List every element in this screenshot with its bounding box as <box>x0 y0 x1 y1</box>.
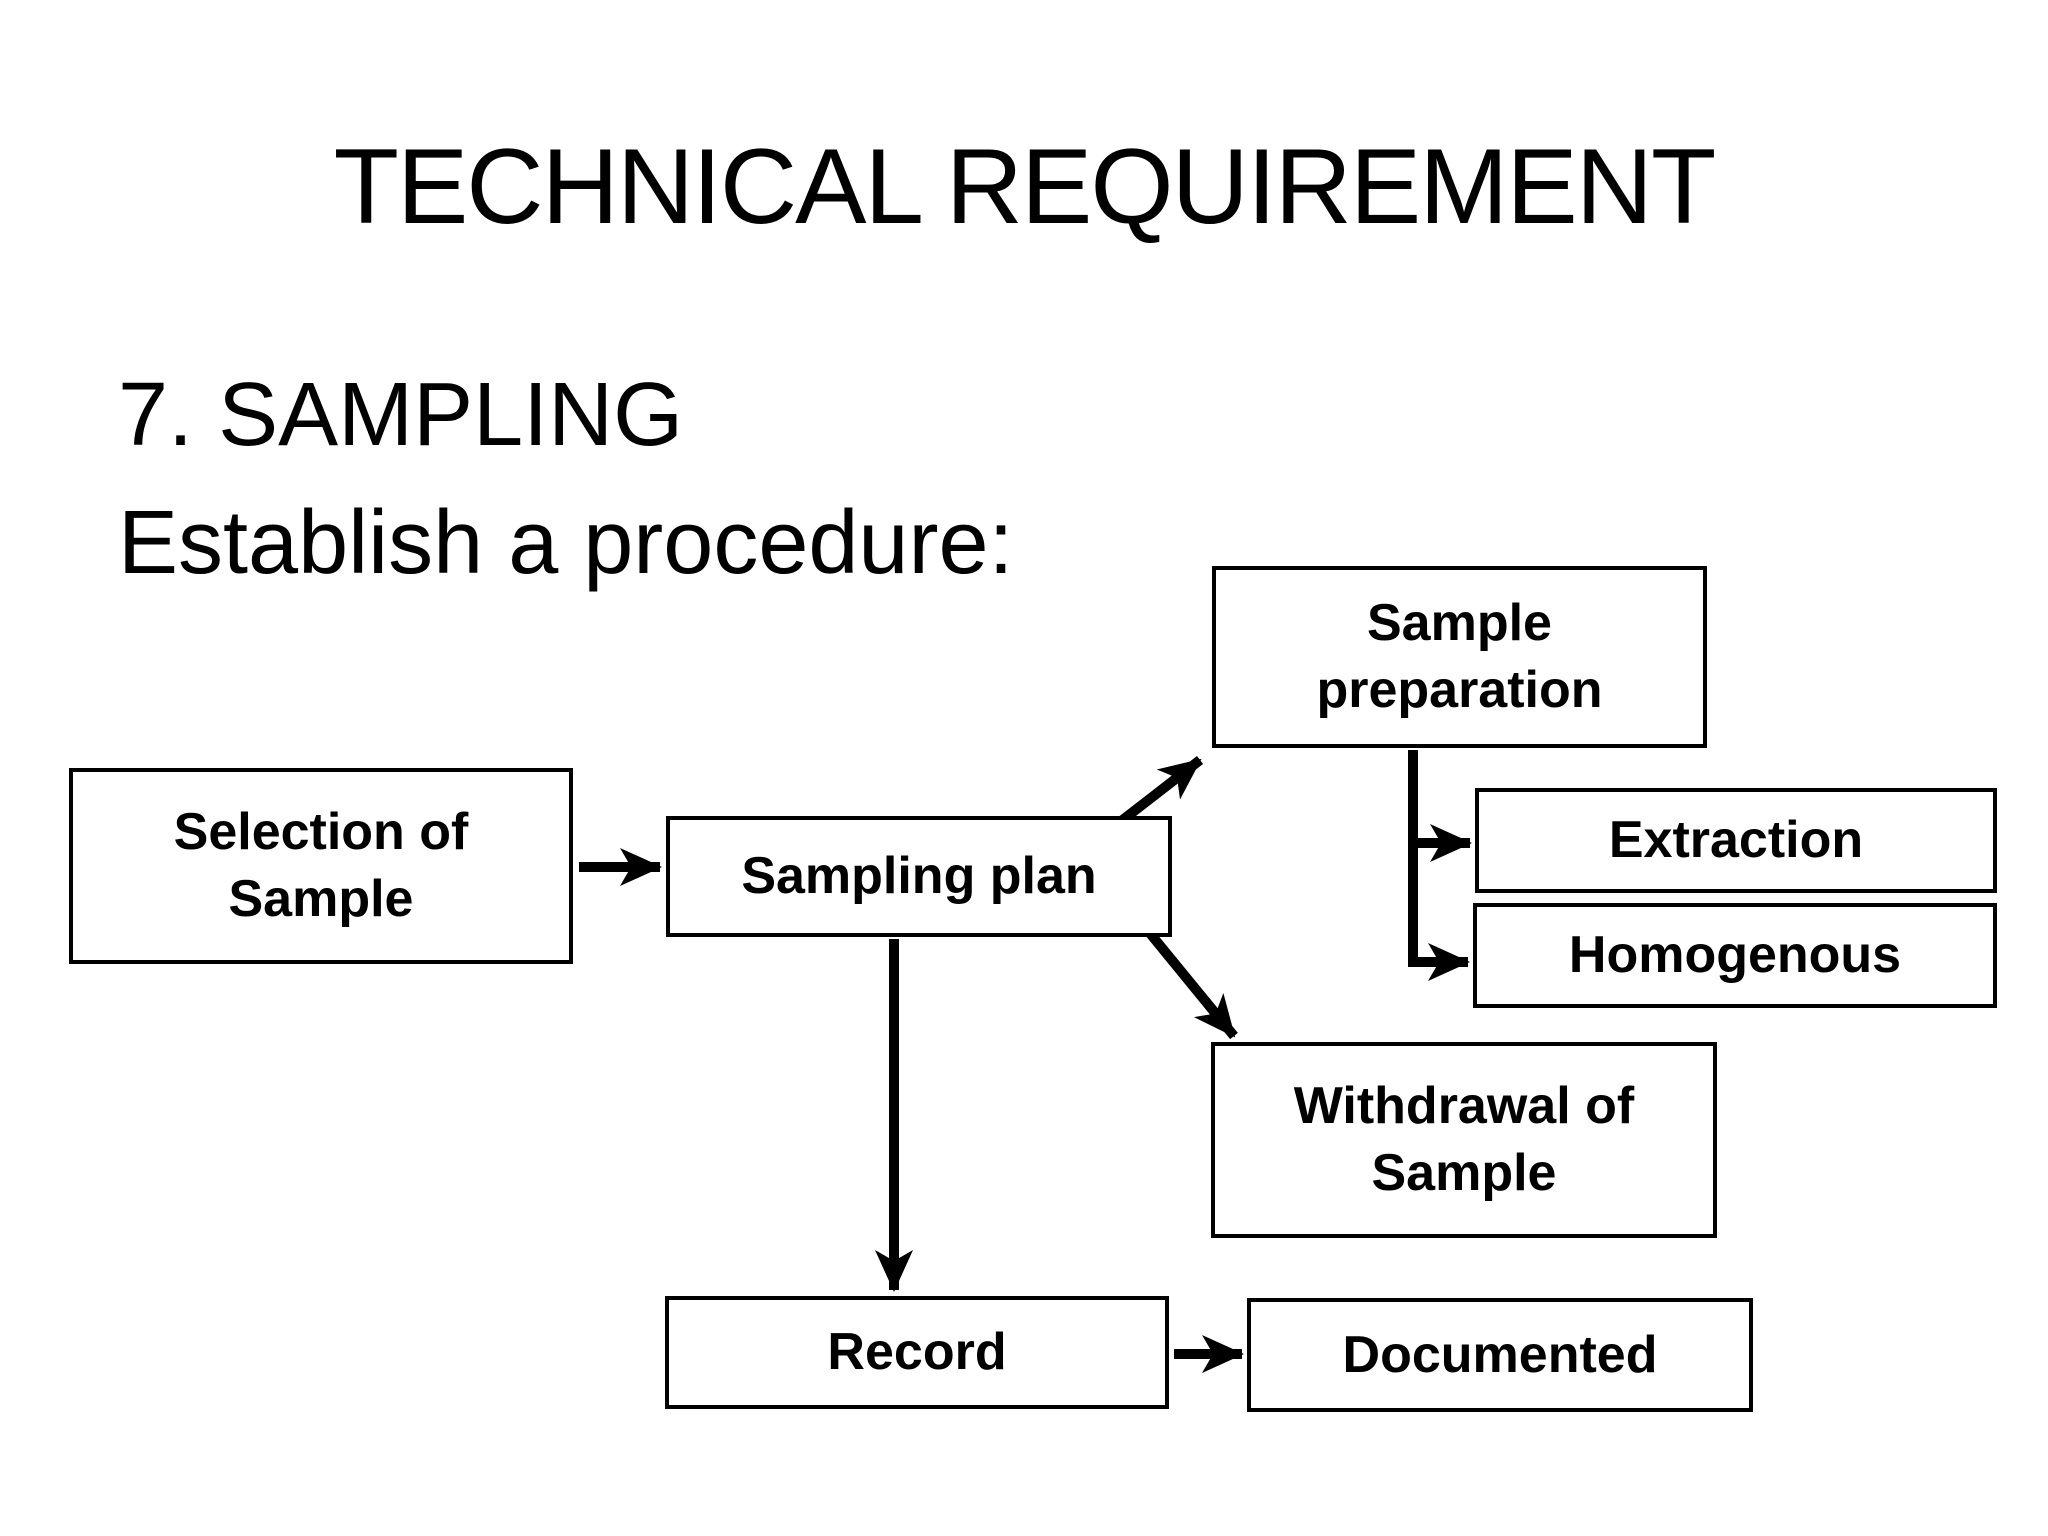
node-label: Selection of Sample <box>173 803 469 928</box>
node-record: Record <box>665 1296 1169 1409</box>
edge-sampling-plan-to-withdrawal <box>1140 922 1238 1040</box>
node-label: Withdrawal of Sample <box>1293 1077 1635 1202</box>
node-label: Sample preparation <box>1316 594 1603 719</box>
node-sample-preparation: Sample preparation <box>1212 566 1707 748</box>
slide-title: TECHNICAL REQUIREMENT <box>333 126 1717 246</box>
node-extraction: Extraction <box>1475 788 1997 893</box>
section-heading: 7. SAMPLING <box>118 365 684 465</box>
node-homogenous: Homogenous <box>1473 903 1997 1008</box>
node-label: Sampling plan <box>741 847 1097 906</box>
node-label: Record <box>827 1323 1007 1382</box>
node-selection-of-sample: Selection of Sample <box>69 768 573 964</box>
node-sampling-plan: Sampling plan <box>666 816 1172 937</box>
node-documented: Documented <box>1247 1298 1753 1412</box>
node-withdrawal-of-sample: Withdrawal of Sample <box>1211 1042 1717 1238</box>
edge-sampling-plan-to-sample-preparation <box>1116 756 1204 826</box>
node-label: Documented <box>1342 1325 1658 1384</box>
node-label: Extraction <box>1608 811 1864 870</box>
procedure-heading: Establish a procedure: <box>118 493 1014 593</box>
node-label: Homogenous <box>1568 926 1902 985</box>
